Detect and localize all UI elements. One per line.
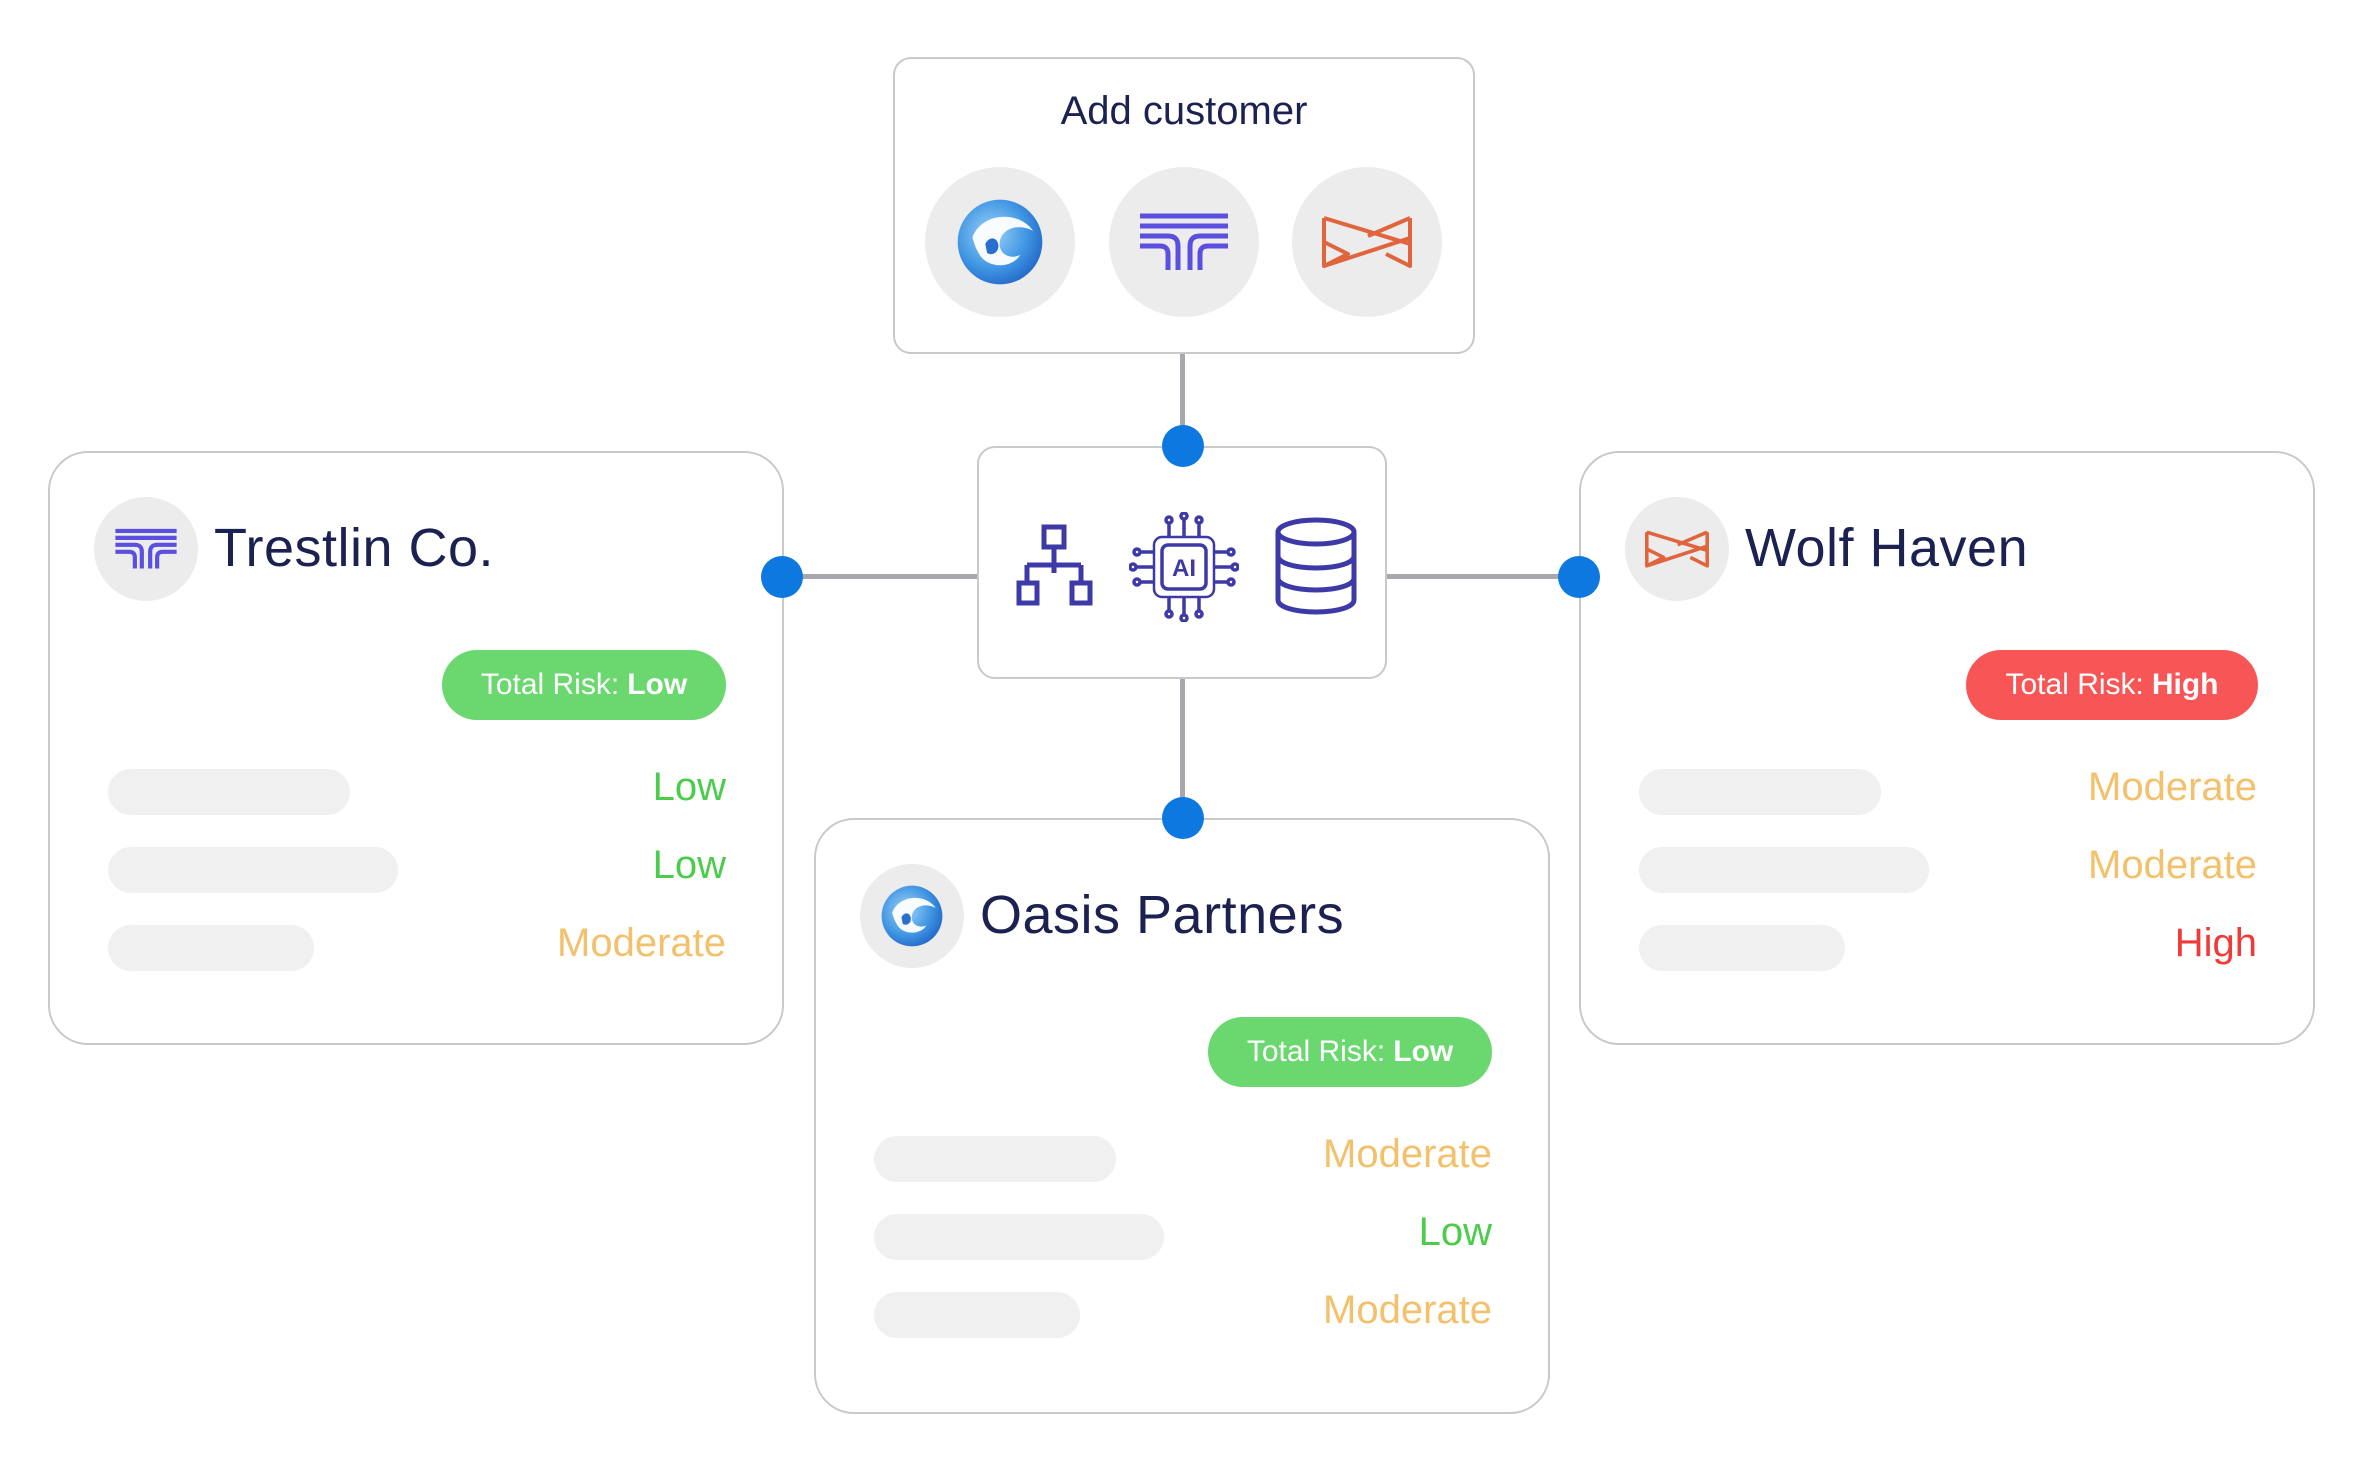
add-wolf-haven-button[interactable] (1292, 167, 1442, 317)
total-risk-value: High (2151, 668, 2219, 701)
connector-dot-right (1558, 556, 1600, 598)
customer-name: Oasis Partners (980, 885, 1345, 945)
integration-hub: AI (977, 446, 1387, 679)
risk-row-placeholder (108, 847, 398, 893)
risk-row-placeholder (874, 1136, 1116, 1182)
risk-row-placeholder (1639, 925, 1845, 971)
risk-row-placeholder (1639, 769, 1881, 815)
risk-row-placeholder (108, 769, 350, 815)
customer-name: Wolf Haven (1745, 518, 2029, 578)
add-oasis-button[interactable] (925, 167, 1075, 317)
connector-dot-left (761, 556, 803, 598)
customer-card-oasis[interactable]: Oasis Partners Total Risk: Low Moderate … (814, 818, 1550, 1414)
risk-row-value: Moderate (1323, 1288, 1492, 1332)
wolf-haven-logo-icon (1645, 530, 1709, 568)
database-icon (1275, 517, 1357, 615)
trestlin-logo-icon (1140, 213, 1228, 270)
risk-row-placeholder (874, 1214, 1164, 1260)
connector-dot-top (1162, 425, 1204, 467)
risk-row-value: High (2174, 921, 2257, 965)
total-risk-value: Low (627, 668, 688, 701)
risk-row-value: Moderate (1323, 1132, 1492, 1176)
risk-row-value: Moderate (557, 921, 726, 965)
wolf-haven-logo-icon (1322, 216, 1412, 268)
connector-dot-bottom (1162, 797, 1204, 839)
customer-name: Trestlin Co. (214, 518, 495, 578)
connector-right (1384, 574, 1578, 579)
customer-card-trestlin[interactable]: Trestlin Co. Total Risk: Low Low Low Mod… (48, 451, 784, 1045)
wolf-haven-avatar (1625, 497, 1729, 601)
connector-left (782, 574, 977, 579)
hierarchy-icon (1016, 524, 1093, 606)
risk-row-value: Moderate (2088, 765, 2257, 809)
total-risk-value: Low (1393, 1035, 1454, 1068)
total-risk-badge: Total Risk: High (1966, 650, 2258, 720)
customer-card-wolf-haven[interactable]: Wolf Haven Total Risk: High Moderate Mod… (1579, 451, 2315, 1045)
add-customer-title: Add customer (1060, 89, 1308, 133)
trestlin-logo-icon (115, 528, 177, 569)
total-risk-label: Total Risk: (480, 668, 620, 701)
total-risk-badge: Total Risk: Low (1208, 1017, 1492, 1087)
connector-bottom (1180, 676, 1185, 818)
trestlin-avatar (94, 497, 198, 601)
risk-row-placeholder (108, 925, 314, 971)
total-risk-badge: Total Risk: Low (442, 650, 726, 720)
svg-text:AI: AI (1172, 555, 1196, 582)
oasis-logo-icon (957, 199, 1043, 285)
total-risk-label: Total Risk: (2005, 668, 2144, 701)
risk-row-placeholder (1639, 847, 1929, 893)
oasis-logo-icon (881, 885, 943, 947)
total-risk-label: Total Risk: (1246, 1035, 1386, 1068)
risk-row-value: Moderate (2088, 843, 2257, 887)
ai-chip-icon: AI (1129, 512, 1239, 622)
connector-top (1180, 352, 1185, 446)
oasis-avatar (860, 864, 964, 968)
risk-row-value: Low (652, 765, 726, 809)
risk-row-placeholder (874, 1292, 1080, 1338)
add-customer-card[interactable]: Add customer (893, 57, 1475, 354)
add-trestlin-button[interactable] (1109, 167, 1259, 317)
risk-row-value: Low (652, 843, 726, 887)
risk-row-value: Low (1418, 1210, 1492, 1254)
